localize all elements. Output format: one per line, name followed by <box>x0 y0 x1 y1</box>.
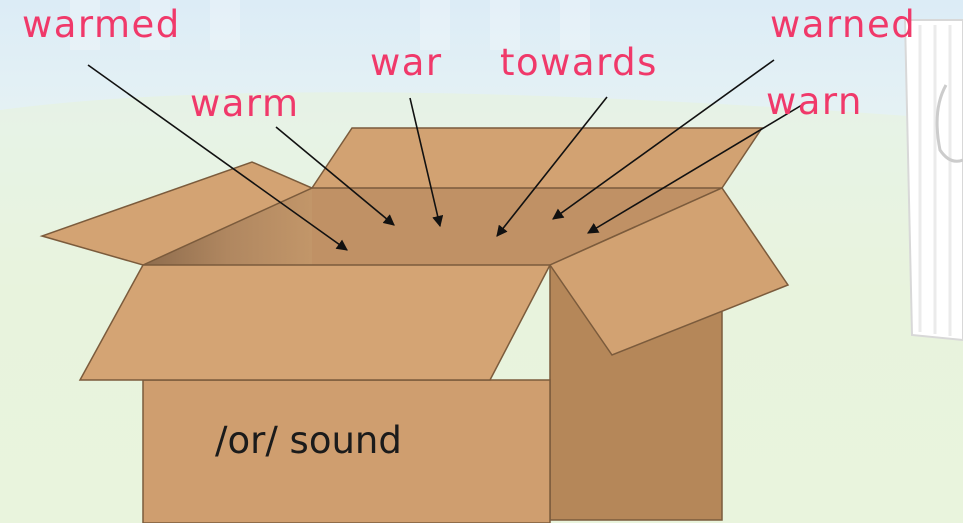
word-war: war <box>370 41 443 84</box>
arrow-warned <box>552 59 775 220</box>
arrow-towards <box>496 96 608 237</box>
box-left-flap <box>39 161 314 266</box>
word-warmed: warmed <box>22 3 181 46</box>
box-label: /or/ sound <box>215 419 402 462</box>
word-towards: towards <box>500 41 658 84</box>
box-right-flap <box>548 187 790 356</box>
background-stripes <box>70 0 590 50</box>
arrow-war <box>409 97 444 228</box>
box-front-flap <box>78 264 552 381</box>
arrows <box>87 59 808 251</box>
word-warm: warm <box>190 82 300 125</box>
background-door <box>903 19 963 342</box>
word-warned: warned <box>770 3 917 46</box>
box-back-flap <box>310 127 764 189</box>
arrow-warmed <box>87 64 348 251</box>
word-warn: warn <box>766 80 863 123</box>
arrow-warm <box>275 126 395 226</box>
arrow-warn <box>587 101 808 234</box>
